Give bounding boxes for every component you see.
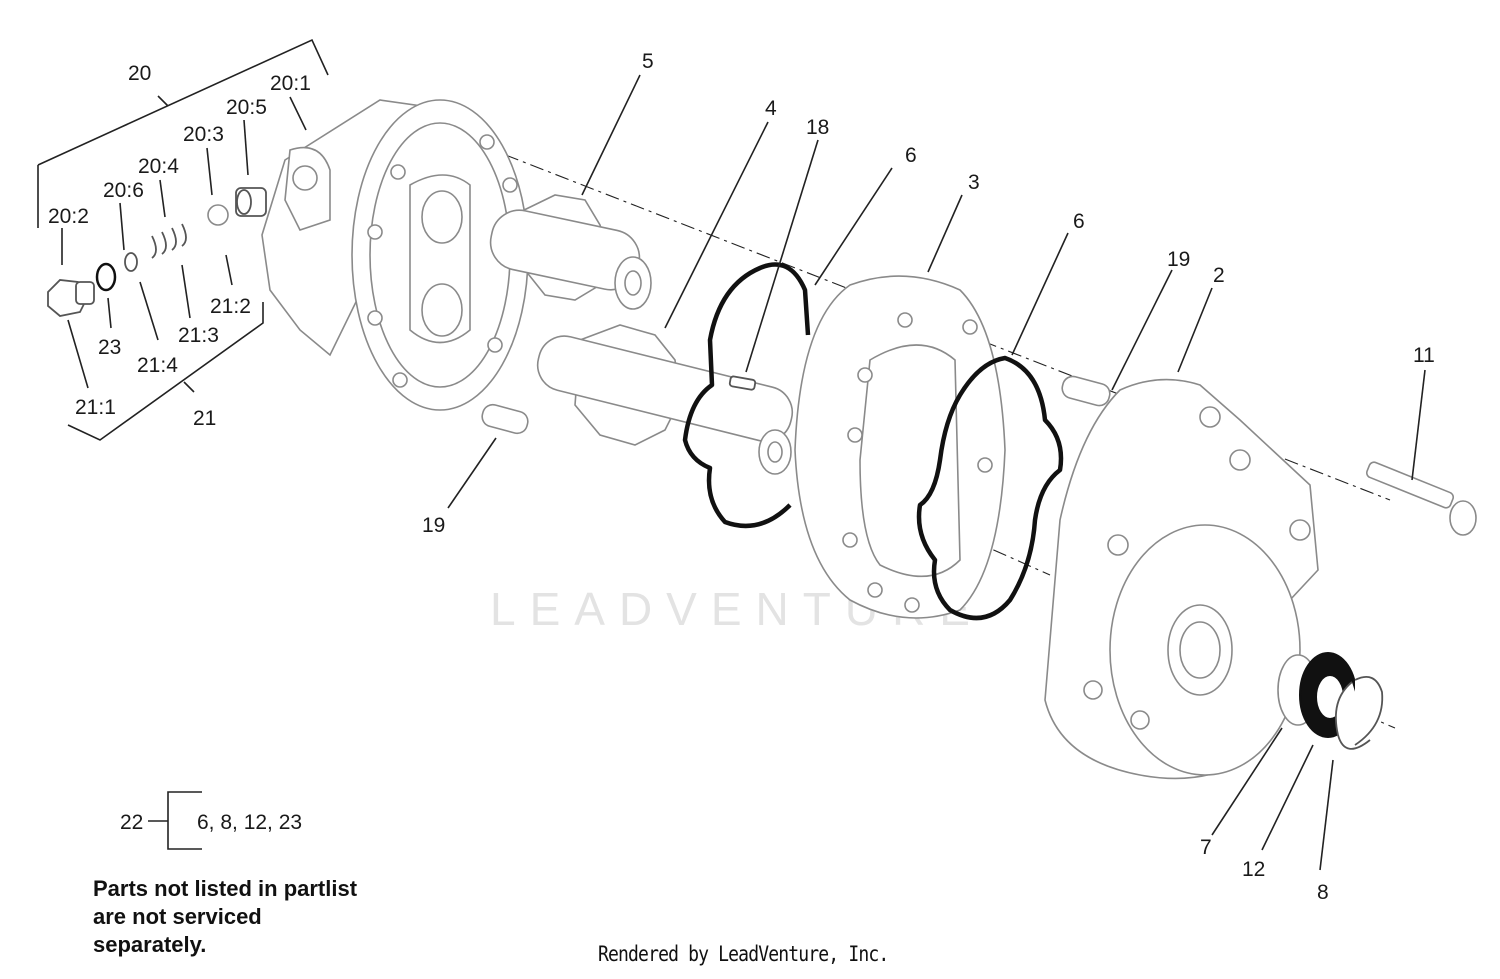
callout-21-1: 21:1 (75, 396, 116, 419)
callout-23: 23 (98, 336, 121, 359)
callout-20-5: 20:5 (226, 96, 267, 119)
callout-20-1: 20:1 (270, 72, 311, 95)
rear-housing (261, 99, 529, 411)
relief-valve-parts (47, 187, 267, 317)
callout-labels: 20 20:1 20:5 20:3 20:4 20:6 20:2 21:2 21… (48, 50, 1435, 904)
callout-20-3: 20:3 (183, 123, 224, 146)
callout-8: 8 (1317, 881, 1329, 904)
callout-4: 4 (765, 97, 777, 120)
callout-21-4: 21:4 (137, 354, 178, 377)
callout-12: 12 (1242, 858, 1265, 881)
snap-ring (1334, 676, 1384, 750)
callout-20: 20 (128, 62, 151, 85)
callout-19-left: 19 (422, 514, 445, 537)
dowel-pin-right (1061, 375, 1111, 407)
gasket-left (682, 262, 811, 529)
callout-21-3: 21:3 (178, 324, 219, 347)
drive-gear (489, 194, 652, 310)
bolt (1365, 461, 1477, 536)
callout-20-4: 20:4 (138, 155, 179, 178)
center-body (794, 275, 1006, 619)
callout-6-upper: 6 (905, 144, 917, 167)
front-cover (1044, 378, 1319, 780)
callout-2: 2 (1213, 264, 1225, 287)
callout-19-right: 19 (1167, 248, 1190, 271)
callout-6-lower: 6 (1073, 210, 1085, 233)
leader-lines (37, 38, 1426, 871)
callout-18: 18 (806, 116, 829, 139)
callout-20-2: 20:2 (48, 205, 89, 228)
gasket-right (916, 355, 1064, 621)
callout-21: 21 (193, 407, 216, 430)
service-note: Parts not listed in partlist are not ser… (93, 876, 358, 957)
kit-contents: 6, 8, 12, 23 (197, 811, 302, 834)
callout-7: 7 (1200, 836, 1212, 859)
kit-number: 22 (120, 811, 143, 834)
callout-3: 3 (968, 171, 980, 194)
key (728, 375, 757, 391)
callout-5: 5 (642, 50, 654, 73)
dowel-pin-left (481, 403, 529, 435)
driven-gear (536, 324, 794, 475)
callout-20-6: 20:6 (103, 179, 144, 202)
callout-11: 11 (1413, 344, 1435, 367)
footer-credit: Rendered by LeadVenture, Inc. (598, 942, 889, 966)
callout-21-2: 21:2 (210, 295, 251, 318)
